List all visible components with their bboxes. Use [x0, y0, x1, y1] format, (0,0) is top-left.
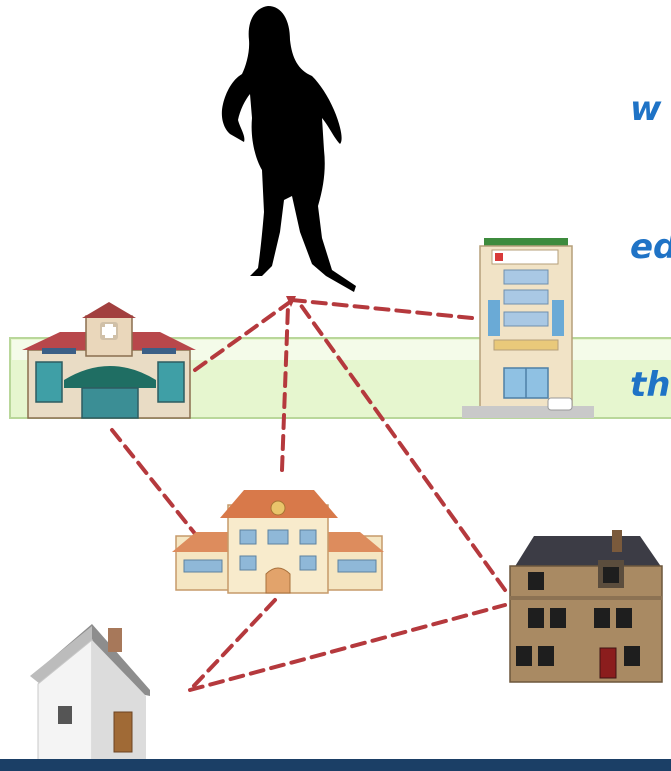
footer-bar: [0, 759, 671, 771]
heading-line-1: w: [630, 86, 671, 132]
connector-home-townhouse: [190, 605, 505, 690]
heading-line-2: ed: [630, 224, 671, 270]
connector-hospital-person: [292, 300, 472, 318]
school-building-icon: [172, 490, 384, 593]
heading-line-3: th: [630, 362, 671, 408]
small-house-icon: [30, 624, 150, 760]
clinic-building-icon: [22, 302, 196, 418]
townhouse-icon: [510, 530, 662, 682]
woman-silhouette-icon: [222, 6, 356, 292]
connector-clinic-school: [112, 430, 200, 540]
heading-text: w ed th: [630, 0, 671, 454]
